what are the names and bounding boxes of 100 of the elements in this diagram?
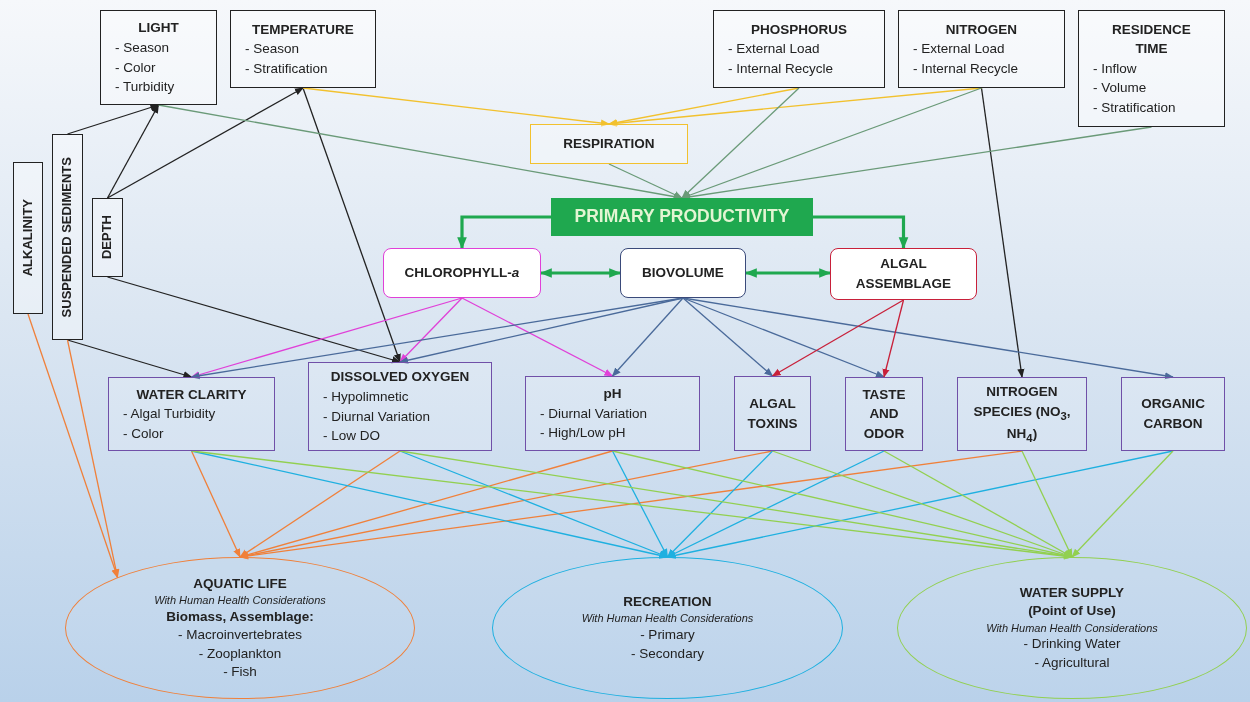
list-item: - Low DO <box>322 427 380 446</box>
node-title: AQUATIC LIFE <box>193 575 287 594</box>
list-item: - Color <box>114 58 156 77</box>
list-item: - Internal Recycle <box>912 59 1019 78</box>
arrow <box>399 450 669 558</box>
factor-box <box>100 10 217 105</box>
factor-box <box>13 162 43 314</box>
arrow <box>66 339 120 579</box>
arrow <box>682 297 774 377</box>
node-label: CHLOROPHYLL-a <box>404 264 520 283</box>
factor-box <box>52 134 83 340</box>
node-label: TASTE AND ODOR <box>861 385 907 443</box>
node-label: RESPIRATION <box>563 135 655 154</box>
arrow <box>399 297 463 363</box>
node-title: WATER CLARITY <box>136 385 247 404</box>
list-item: - Volume <box>1092 79 1147 98</box>
list-item: - External Load <box>727 40 820 59</box>
node-label: ALGAL ASSEMBLAGE <box>854 255 953 293</box>
indicator-box <box>308 362 492 451</box>
arrow <box>682 297 885 378</box>
arrow <box>608 163 683 199</box>
node-title: RESIDENCE TIME <box>1111 20 1192 59</box>
highlight-box <box>551 198 813 236</box>
arrow <box>1071 450 1174 558</box>
list-item: - Season <box>244 40 300 59</box>
arrow <box>611 450 669 558</box>
indicator-box <box>845 377 923 451</box>
arrow <box>882 299 905 378</box>
arrow <box>681 87 800 199</box>
list-item: - High/Low pH <box>539 424 626 443</box>
node-title: pH <box>603 385 622 404</box>
list-item: - Internal Recycle <box>727 59 834 78</box>
list-item: - Agricultural <box>1034 653 1110 672</box>
double-arrow <box>539 268 622 278</box>
arrow <box>302 87 401 363</box>
indicator-box <box>957 377 1087 451</box>
arrow <box>106 104 160 199</box>
node-label: NITROGEN SPECIES (NO$_{3}$, NH$_{4}$) <box>972 383 1072 446</box>
factor-box <box>230 10 376 88</box>
list-item: - External Load <box>912 40 1005 59</box>
list-item: - Secondary <box>631 644 704 663</box>
node-title: RECREATION <box>623 593 712 612</box>
subheading: Biomass, Assemblage: <box>166 608 314 627</box>
list-item: - Color <box>122 424 164 443</box>
process-box <box>530 124 688 164</box>
list-item: - Primary <box>640 626 695 645</box>
factor-box <box>898 10 1065 88</box>
indicator-box <box>1121 377 1225 451</box>
arrow <box>457 215 551 250</box>
note-text: With Human Health Considerations <box>154 593 326 609</box>
arrow <box>771 299 905 377</box>
node-label: ORGANIC CARBON <box>1140 395 1206 433</box>
node-label: ALKALINITY <box>18 199 36 277</box>
list-item: - Turbidity <box>114 78 175 97</box>
factor-box <box>713 10 885 88</box>
double-arrow <box>744 268 832 278</box>
arrow <box>399 297 684 364</box>
list-item: - Macroinvertebrates <box>178 626 302 645</box>
node-label: PRIMARY PRODUCTIVITY <box>574 205 790 229</box>
arrow <box>106 87 304 199</box>
node-title: LIGHT <box>138 19 179 38</box>
list-item: - Diurnal Variation <box>539 404 648 423</box>
arrow <box>980 87 1025 378</box>
arrow <box>611 297 684 377</box>
arrow <box>239 450 401 558</box>
list-item: - Inflow <box>1092 59 1137 78</box>
factor-box <box>92 198 123 277</box>
node-label: SUSPENDED SEDIMENTS <box>58 156 76 318</box>
arrow <box>66 339 193 379</box>
note-text: With Human Health Considerations <box>986 620 1158 636</box>
indicator-box <box>525 376 700 451</box>
list-item: - Algal Turbidity <box>122 405 216 424</box>
node-title: NITROGEN <box>945 20 1018 39</box>
node-label: DEPTH <box>98 215 116 260</box>
list-item: - Hypolimnetic <box>322 387 409 406</box>
node-title: DISSOLVED OXYGEN <box>330 368 470 387</box>
arrow <box>461 297 614 377</box>
arrow <box>666 450 774 558</box>
node-title: WATER SUPPLY (Point of Use) <box>1018 584 1126 621</box>
arrow <box>27 313 119 579</box>
list-item: - Zooplankton <box>198 644 282 663</box>
rounded-box <box>620 248 746 298</box>
note-text: With Human Health Considerations <box>581 611 754 627</box>
indicator-box <box>734 376 811 451</box>
factor-box <box>1078 10 1225 127</box>
node-title: TEMPERATURE <box>252 20 354 39</box>
list-item: - Stratification <box>244 59 328 78</box>
arrow <box>1021 450 1073 558</box>
list-item: - Stratification <box>1092 98 1176 117</box>
arrow <box>302 87 610 127</box>
rounded-box <box>830 248 977 300</box>
node-label: ALGAL TOXINS <box>746 394 799 433</box>
arrow <box>608 87 983 127</box>
arrow <box>106 276 401 364</box>
arrow <box>66 104 160 135</box>
rounded-box <box>383 248 541 298</box>
list-item: - Diurnal Variation <box>322 407 431 426</box>
indicator-box <box>108 377 275 451</box>
arrow <box>813 215 909 250</box>
list-item: - Season <box>114 38 170 57</box>
